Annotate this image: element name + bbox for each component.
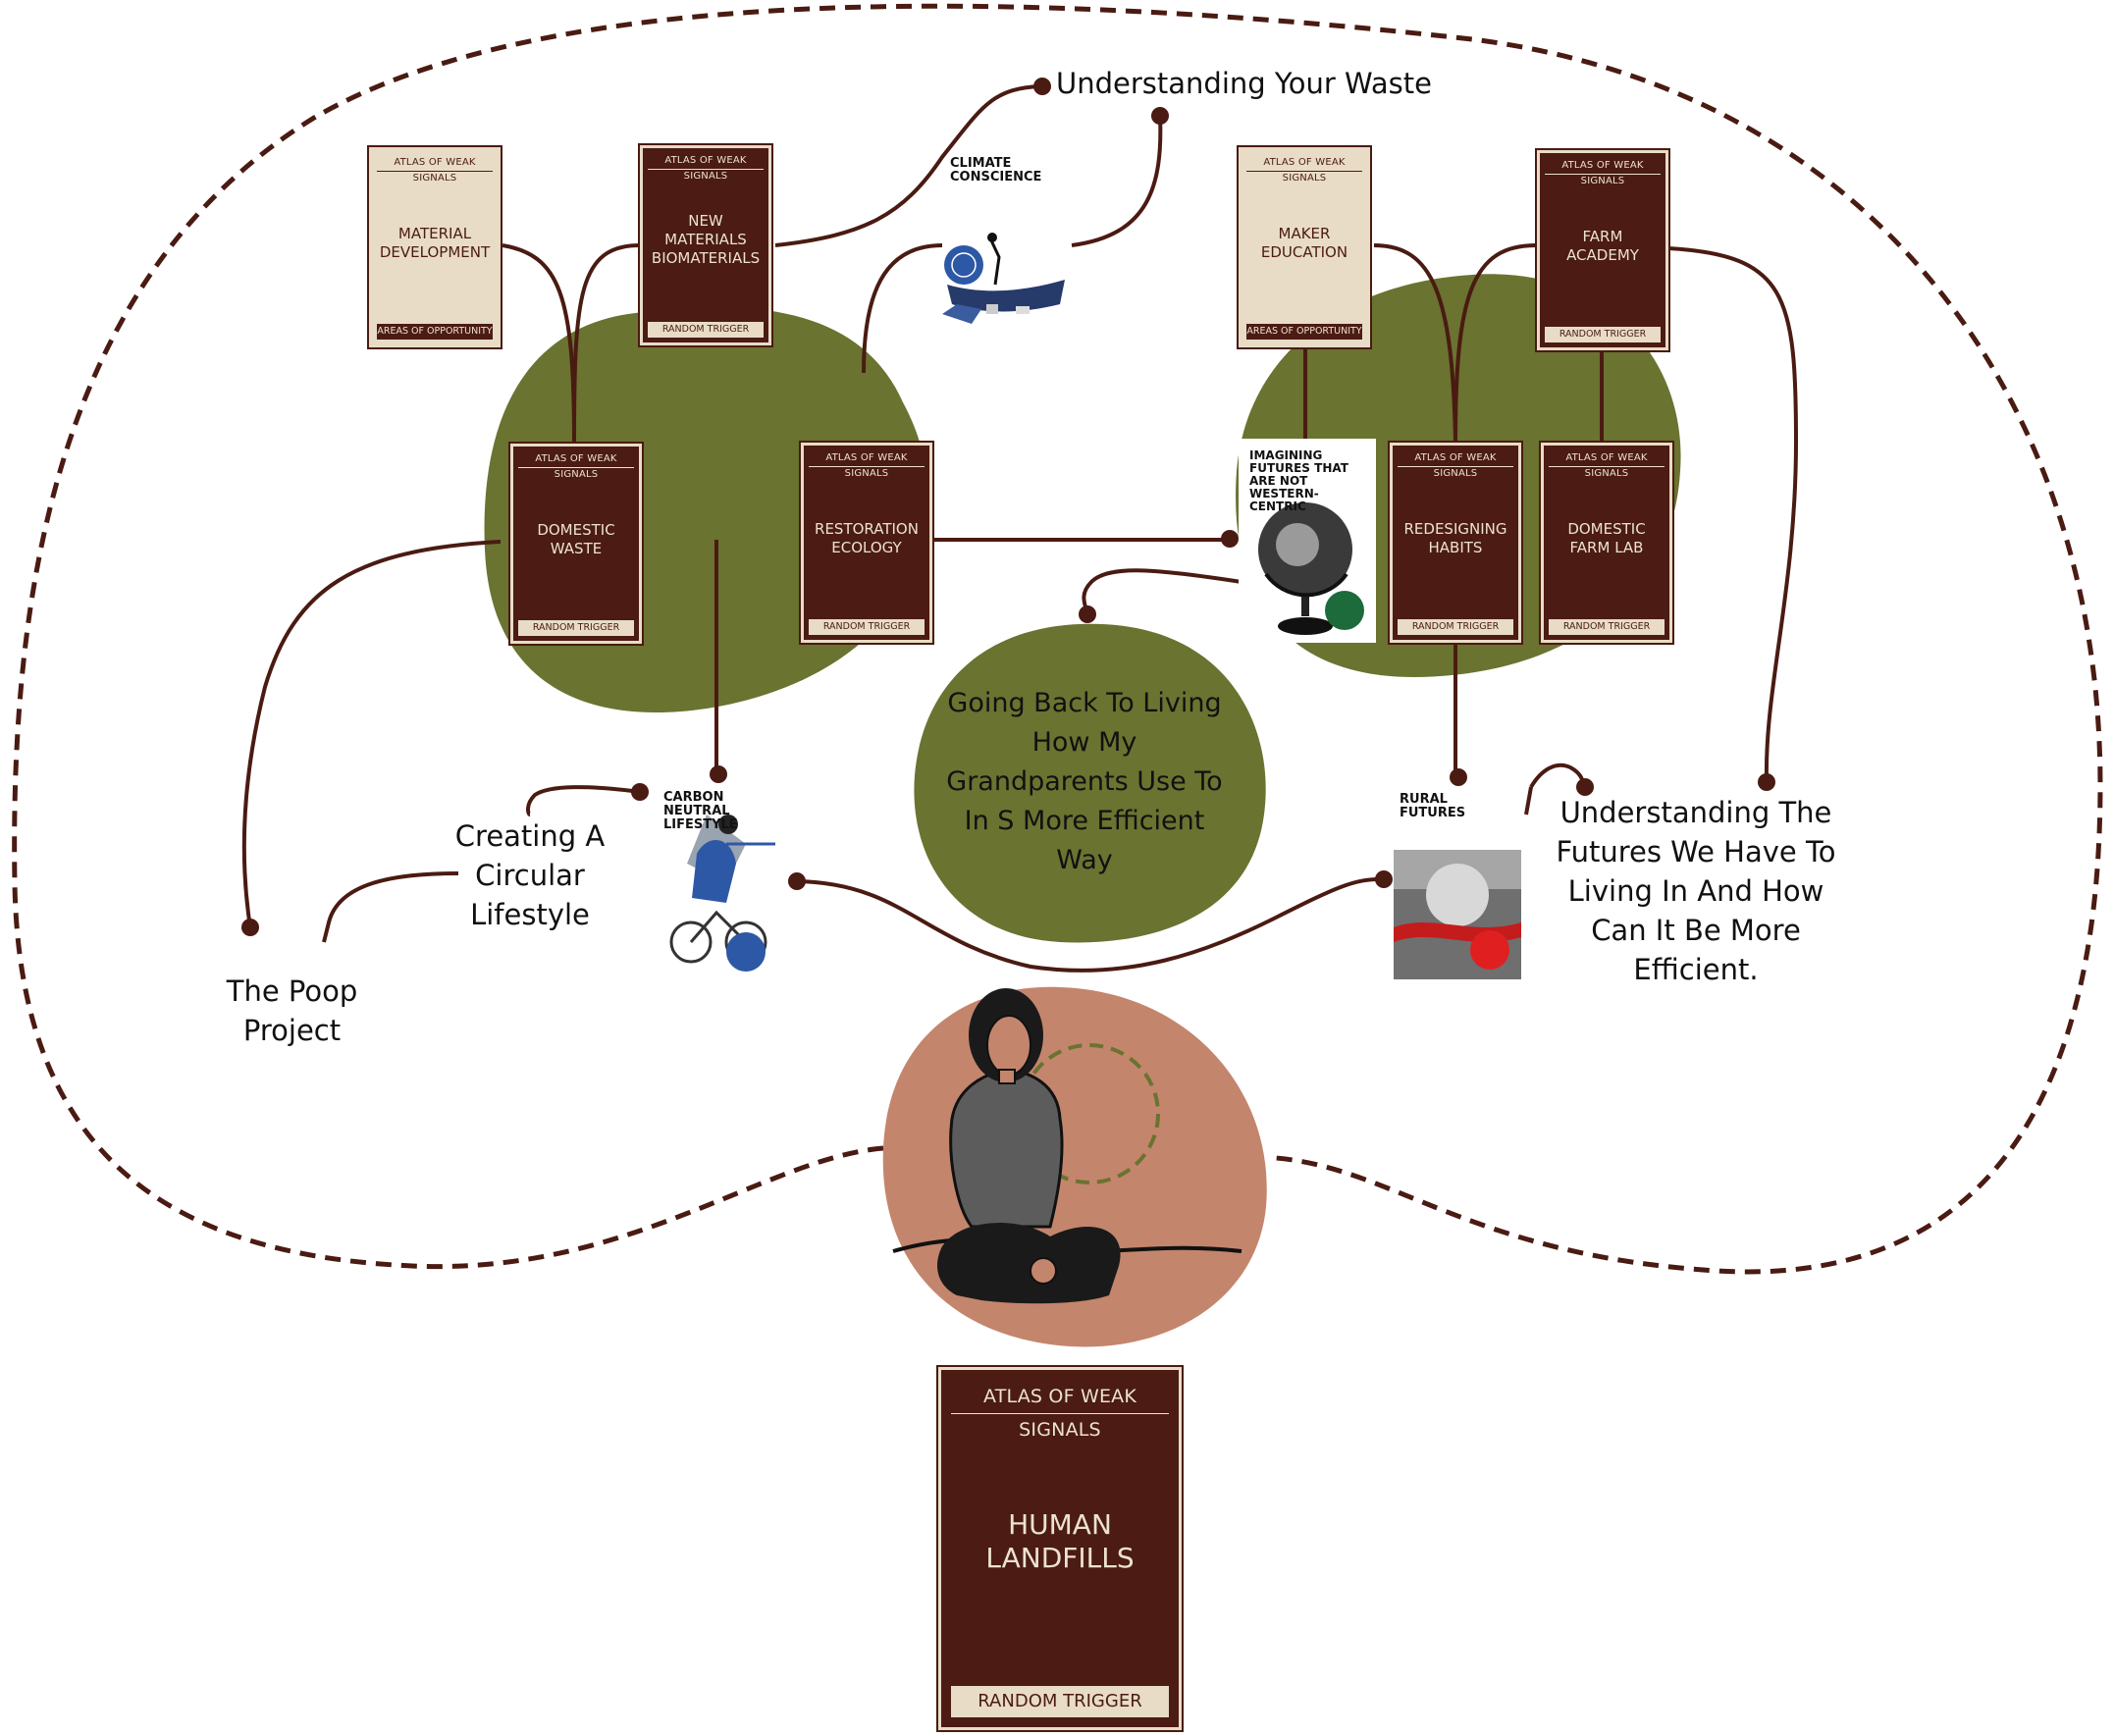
caption-rural-futures: RURAL FUTURES [1400,792,1466,820]
card-new-materials[interactable]: ATLAS OF WEAK SIGNALS NEW MATERIALS BIOM… [638,143,773,347]
card-header: ATLAS OF WEAK SIGNALS [1398,450,1513,479]
label-poop-project: The Poop Project [226,974,358,1047]
globe-photo [1239,439,1376,643]
card-domestic-waste[interactable]: ATLAS OF WEAK SIGNALS DOMESTIC WASTE RAN… [508,442,644,646]
card-header: ATLAS OF WEAK SIGNALS [951,1380,1169,1441]
card-header: ATLAS OF WEAK SIGNALS [1545,158,1661,186]
card-header: ATLAS OF WEAK SIGNALS [1246,155,1362,184]
card-title: FARM ACADEMY [1566,228,1639,265]
card-footer: RANDOM TRIGGER [1398,619,1513,635]
card-header: ATLAS OF WEAK SIGNALS [648,153,764,182]
card-footer: RANDOM TRIGGER [518,620,634,636]
caption-carbon-neutral: CARBON NEUTRAL LIFESTYLE [663,790,738,832]
card-title: NEW MATERIALS BIOMATERIALS [651,211,761,267]
card-header: ATLAS OF WEAK SIGNALS [518,451,634,480]
card-header: ATLAS OF WEAK SIGNALS [809,450,925,479]
card-footer: AREAS OF OPPORTUNITY [377,324,493,340]
card-header: ATLAS OF WEAK SIGNALS [377,155,493,184]
label-understanding-waste: Understanding Your Waste [1056,67,1432,100]
card-footer: RANDOM TRIGGER [951,1686,1169,1717]
card-title: MAKER EDUCATION [1260,225,1348,262]
card-human-landfills[interactable]: ATLAS OF WEAK SIGNALS HUMAN LANDFILLS RA… [936,1365,1184,1732]
olive-blob-center [914,623,1266,943]
caption-climate-conscience: CLIMATE CONSCIENCE [950,156,1042,184]
label-going-back: Going Back To Living How My Grandparents… [946,688,1223,875]
boat-photo [942,233,1065,324]
card-material-development[interactable]: ATLAS OF WEAK SIGNALS MATERIAL DEVELOPME… [367,145,502,349]
connector-lines [241,84,1799,973]
card-footer: AREAS OF OPPORTUNITY [1246,324,1362,340]
card-footer: RANDOM TRIGGER [648,322,764,338]
card-maker-education[interactable]: ATLAS OF WEAK SIGNALS MAKER EDUCATION AR… [1237,145,1372,349]
card-title: DOMESTIC WASTE [537,521,615,558]
card-footer: RANDOM TRIGGER [809,619,925,635]
card-title: MATERIAL DEVELOPMENT [379,225,491,262]
card-title: DOMESTIC FARM LAB [1567,520,1646,557]
card-title: RESTORATION ECOLOGY [815,520,919,557]
card-footer: RANDOM TRIGGER [1549,619,1665,635]
card-title: HUMAN LANDFILLS [985,1508,1135,1575]
card-header: ATLAS OF WEAK SIGNALS [1549,450,1665,479]
label-creating-circular: Creating A Circular Lifestyle [454,819,606,931]
seated-woman-illustration [892,988,1242,1304]
connector-dots [241,78,1775,936]
card-restoration-ecology[interactable]: ATLAS OF WEAK SIGNALS RESTORATION ECOLOG… [799,441,934,645]
card-title: REDESIGNING HABITS [1403,520,1507,557]
cyclist-photo [669,815,775,972]
caption-imagining-futures: IMAGINING FUTURES THAT ARE NOT WESTERN-C… [1249,448,1348,513]
label-understanding-futures: Understanding The Futures We Have To Liv… [1556,796,1836,986]
card-footer: RANDOM TRIGGER [1545,327,1661,342]
dashed-boundary [12,3,2103,1275]
rural-futures-photo [1394,850,1521,979]
card-domestic-farm-lab[interactable]: ATLAS OF WEAK SIGNALS DOMESTIC FARM LAB … [1539,441,1674,645]
dashed-sun-circle [1019,1043,1160,1184]
card-farm-academy[interactable]: ATLAS OF WEAK SIGNALS FARM ACADEMY RANDO… [1535,148,1670,352]
card-redesigning-habits[interactable]: ATLAS OF WEAK SIGNALS REDESIGNING HABITS… [1388,441,1523,645]
